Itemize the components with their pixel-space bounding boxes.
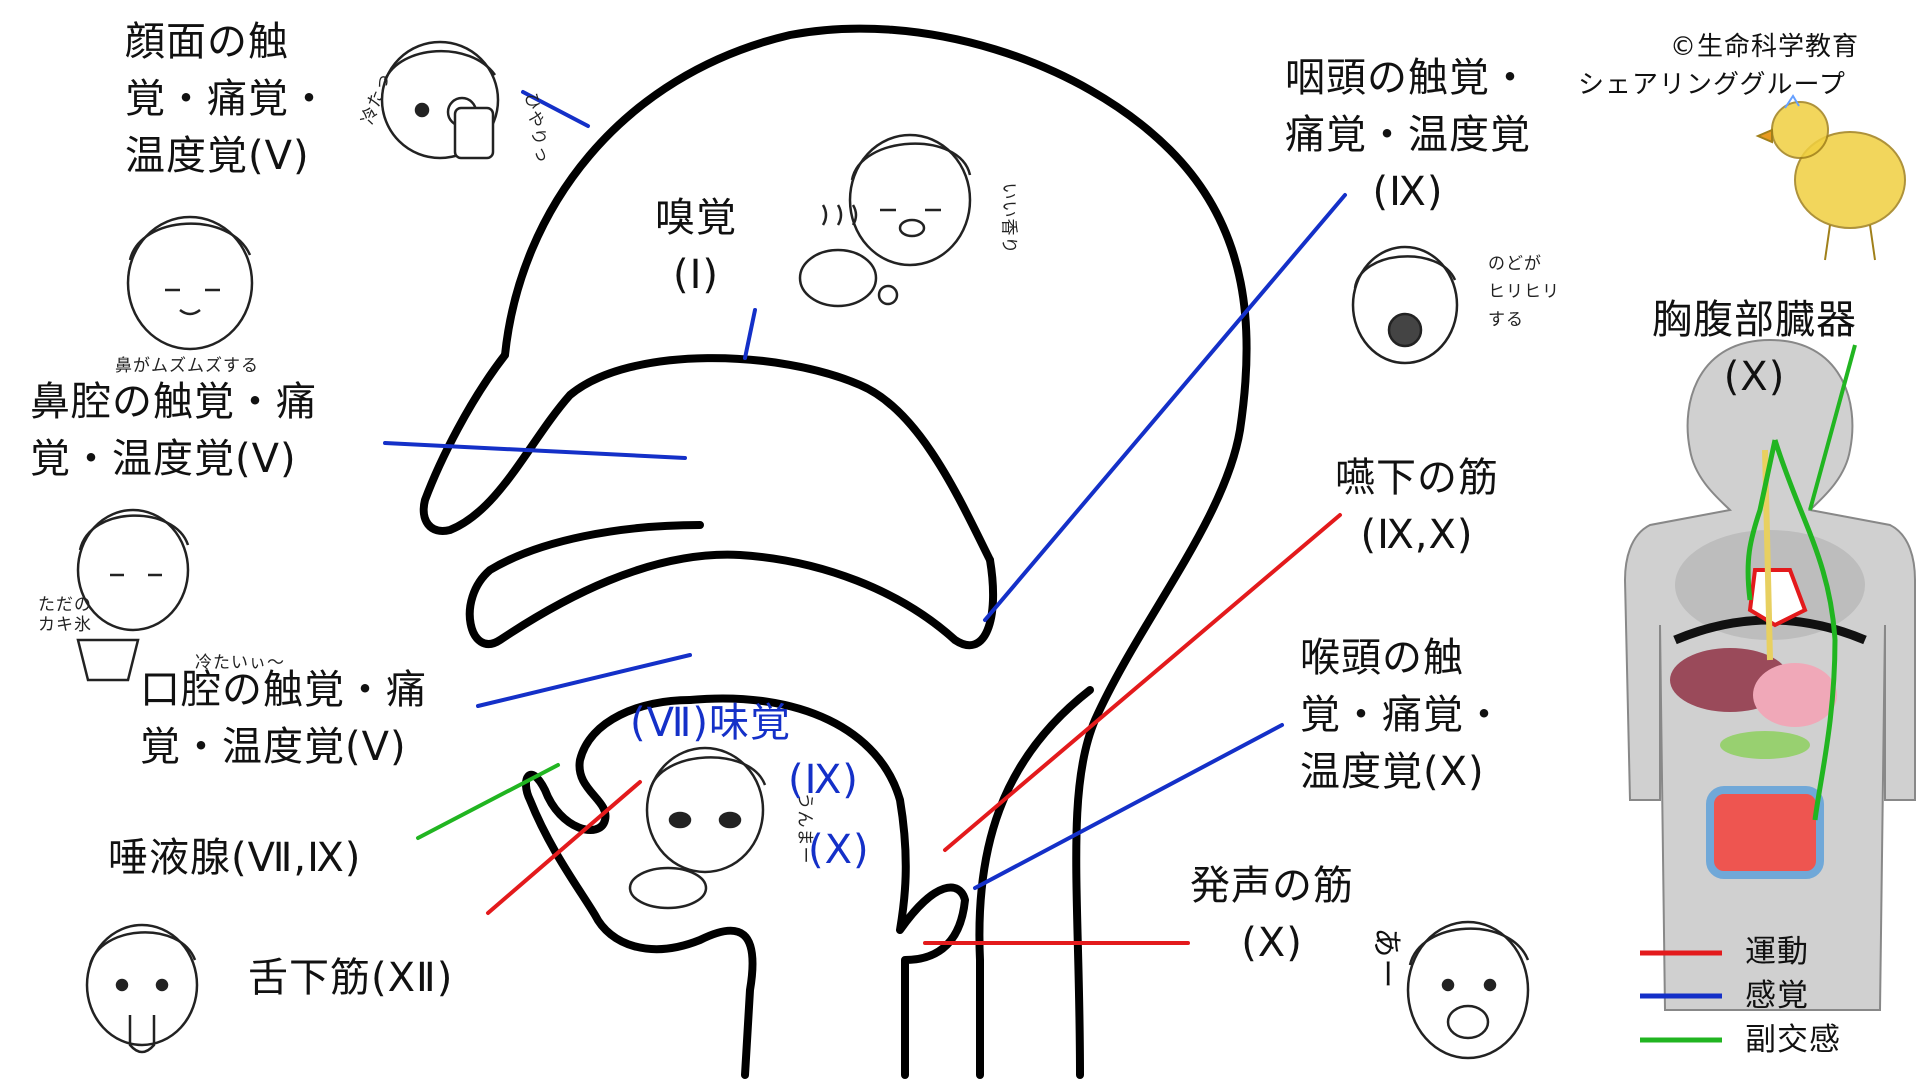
doodle-text-yummy: うんまー xyxy=(794,792,815,865)
torso-organs-figure xyxy=(1623,338,1916,1011)
line-oral-sensory xyxy=(476,653,692,708)
doodle-text-ah: あー xyxy=(1368,927,1404,990)
label-taste-x: (Ⅹ) xyxy=(808,827,870,873)
legend-label-sensory: 感覚 xyxy=(1745,978,1809,1014)
spine-line xyxy=(975,686,1094,1079)
nasal-roof xyxy=(419,351,994,564)
doodle-text-throat: のどが ヒリヒリ する xyxy=(1488,254,1560,330)
line-olfactory xyxy=(743,308,757,360)
face-doodle-throat xyxy=(1351,245,1459,365)
label-oral-cavity-sensation: 口腔の触覚・痛 覚・温度覚(Ⅴ) xyxy=(140,667,427,770)
face-doodle-ah xyxy=(1406,920,1530,1060)
label-taste-ix: (Ⅸ) xyxy=(788,757,859,803)
copyright-line-1: ©生命科学教育 xyxy=(1670,32,1860,62)
line-salivary-parasympathetic xyxy=(416,763,560,840)
legend-label-motor: 運動 xyxy=(1745,934,1809,970)
label-larynx-sensation: 喉頭の触 覚・痛覚・ 温度覚(Ⅹ) xyxy=(1300,635,1505,795)
head-outline xyxy=(501,24,1251,1079)
face-doodle-itchy-nose xyxy=(126,215,254,351)
line-swallowing-motor xyxy=(943,513,1342,852)
line-face-sensory xyxy=(521,90,590,128)
label-taste: (Ⅶ)味覚 xyxy=(630,700,791,746)
copyright-line-2: シェアリンググループ xyxy=(1578,70,1846,100)
label-face-sensation: 顔面の触 覚・痛覚・ 温度覚(Ⅴ) xyxy=(125,19,330,179)
doodle-text-nose-itch: 鼻がムズムズする xyxy=(115,356,259,376)
label-salivary-gland: 唾液腺(Ⅶ,Ⅸ) xyxy=(108,835,362,881)
line-hypoglossal-motor xyxy=(486,780,642,915)
doodle-text-just-shaved-ice: ただの カキ氷 xyxy=(38,595,92,635)
heart xyxy=(1747,568,1808,628)
face-doodle-tongue xyxy=(85,923,199,1054)
intestine xyxy=(1706,786,1824,879)
palate xyxy=(465,521,997,650)
label-nasal-cavity-sensation: 鼻腔の触覚・痛 覚・温度覚(Ⅴ) xyxy=(30,379,317,482)
doodle-text-chilly: ひやりっ xyxy=(520,91,553,166)
label-olfaction: 嗅覚 (Ⅰ) xyxy=(655,195,737,298)
vagus-nerve-green xyxy=(1745,439,1838,821)
face-doodle-shaved-ice xyxy=(76,508,190,682)
label-hypoglossal: 舌下筋(ⅩⅡ) xyxy=(248,955,454,1001)
face-doodle-taste xyxy=(628,746,767,910)
pancreas xyxy=(1720,731,1810,759)
line-thoracoabdominal-parasympathetic xyxy=(1808,344,1857,511)
stomach xyxy=(1753,663,1837,727)
oral-floor xyxy=(686,694,969,1079)
legend-label-parasympathetic: 副交感 xyxy=(1745,1022,1841,1058)
line-nasal-sensory xyxy=(383,441,687,460)
doodle-text-nice-smell: いい香り xyxy=(998,182,1019,255)
line-pharynx-sensory xyxy=(983,193,1347,622)
label-phonation-muscles: 発声の筋 (Ⅹ) xyxy=(1190,863,1354,966)
label-thoracoabdominal-organs: 胸腹部臓器 (Ⅹ) xyxy=(1652,297,1857,400)
label-pharynx-sensation: 咽頭の触覚・ 痛覚・温度覚 (Ⅸ) xyxy=(1285,55,1531,215)
label-swallowing-muscles: 嚥下の筋 (Ⅸ,Ⅹ) xyxy=(1335,455,1499,558)
line-larynx-sensory xyxy=(973,723,1284,890)
face-doodle-smell xyxy=(798,133,972,308)
face-doodle-cold xyxy=(380,40,500,160)
chick-doodle xyxy=(1755,94,1906,261)
doodle-text-cold-wave: 冷たいぃ〜 xyxy=(195,653,285,673)
